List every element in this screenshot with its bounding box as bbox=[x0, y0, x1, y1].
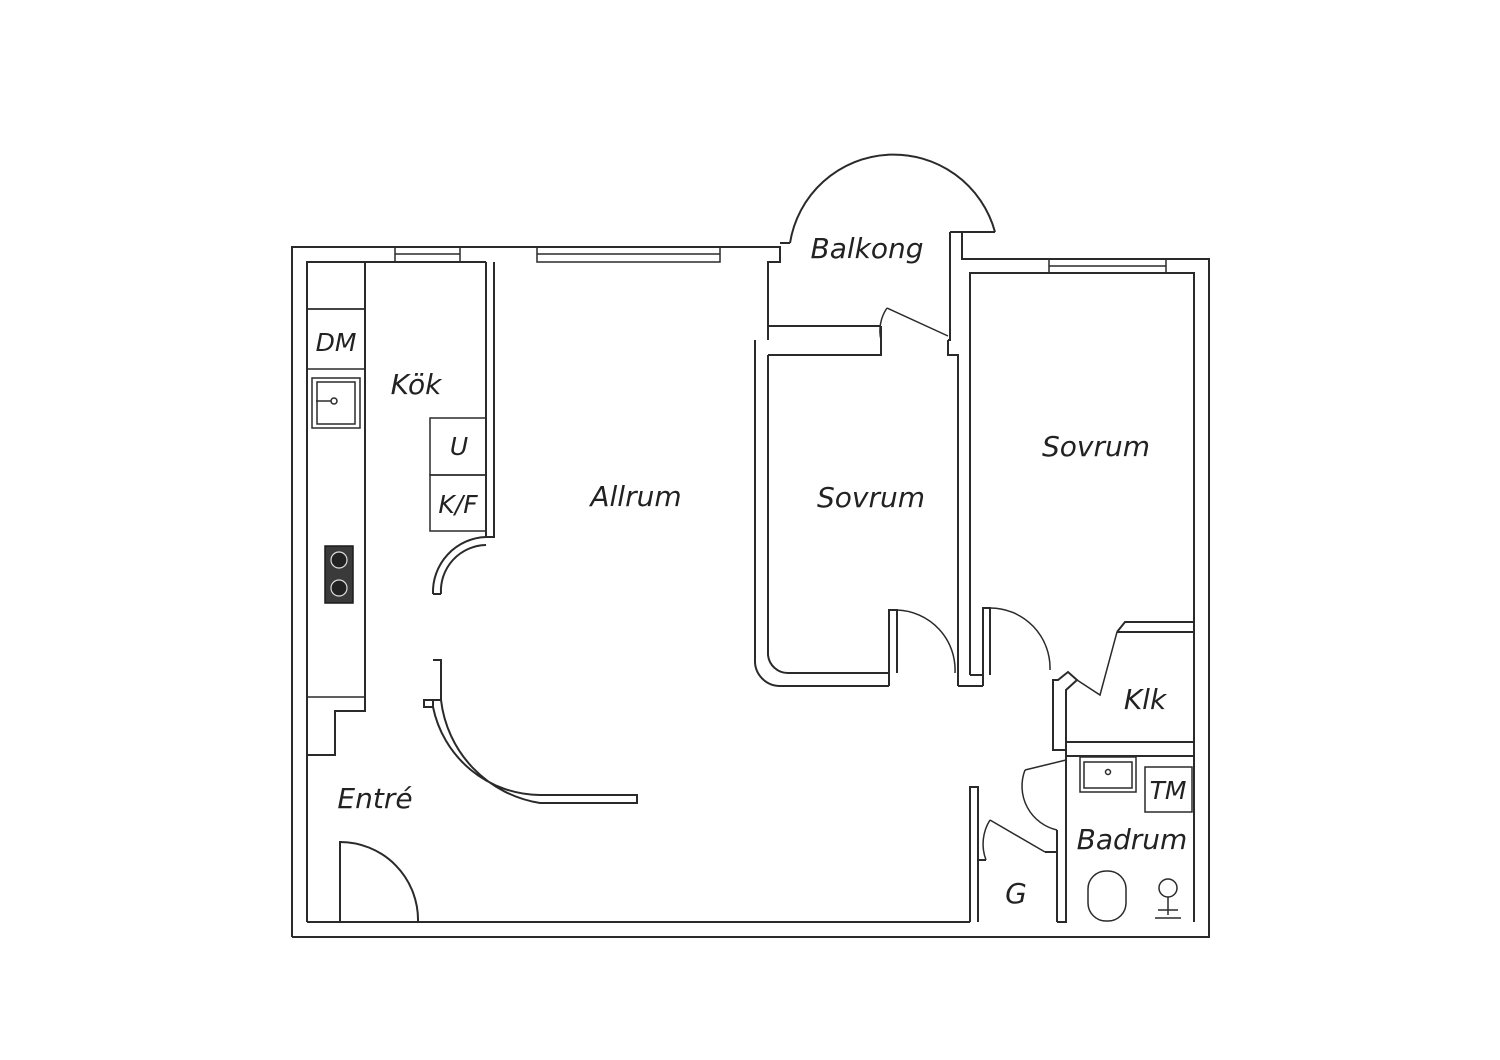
storage bbox=[969, 786, 1057, 922]
label-balkong: Balkong bbox=[810, 232, 923, 265]
label-tm: TM bbox=[1150, 776, 1187, 805]
label-allrum: Allrum bbox=[588, 480, 681, 513]
label-g: G bbox=[1005, 877, 1027, 910]
bedroom-1 bbox=[753, 340, 983, 687]
label-entre: Entré bbox=[337, 782, 412, 815]
label-kf: K/F bbox=[438, 490, 478, 519]
outer-walls bbox=[291, 231, 1210, 938]
kitchen bbox=[306, 261, 495, 756]
label-kok: Kök bbox=[391, 368, 443, 401]
label-sovrum-1: Sovrum bbox=[817, 481, 925, 514]
bathroom bbox=[1021, 750, 1194, 923]
label-u: U bbox=[450, 432, 468, 461]
label-dm: DM bbox=[316, 328, 357, 357]
windows bbox=[394, 246, 1167, 274]
fixture-labels: DM U K/F TM bbox=[316, 328, 1187, 805]
entry bbox=[339, 659, 638, 923]
bedroom-2 bbox=[982, 607, 1194, 751]
label-klk: Klk bbox=[1124, 683, 1168, 716]
label-sovrum-2: Sovrum bbox=[1042, 430, 1150, 463]
label-badrum: Badrum bbox=[1077, 823, 1188, 856]
room-labels: Balkong Kök Allrum Sovrum Sovrum Klk Ent… bbox=[337, 232, 1187, 910]
